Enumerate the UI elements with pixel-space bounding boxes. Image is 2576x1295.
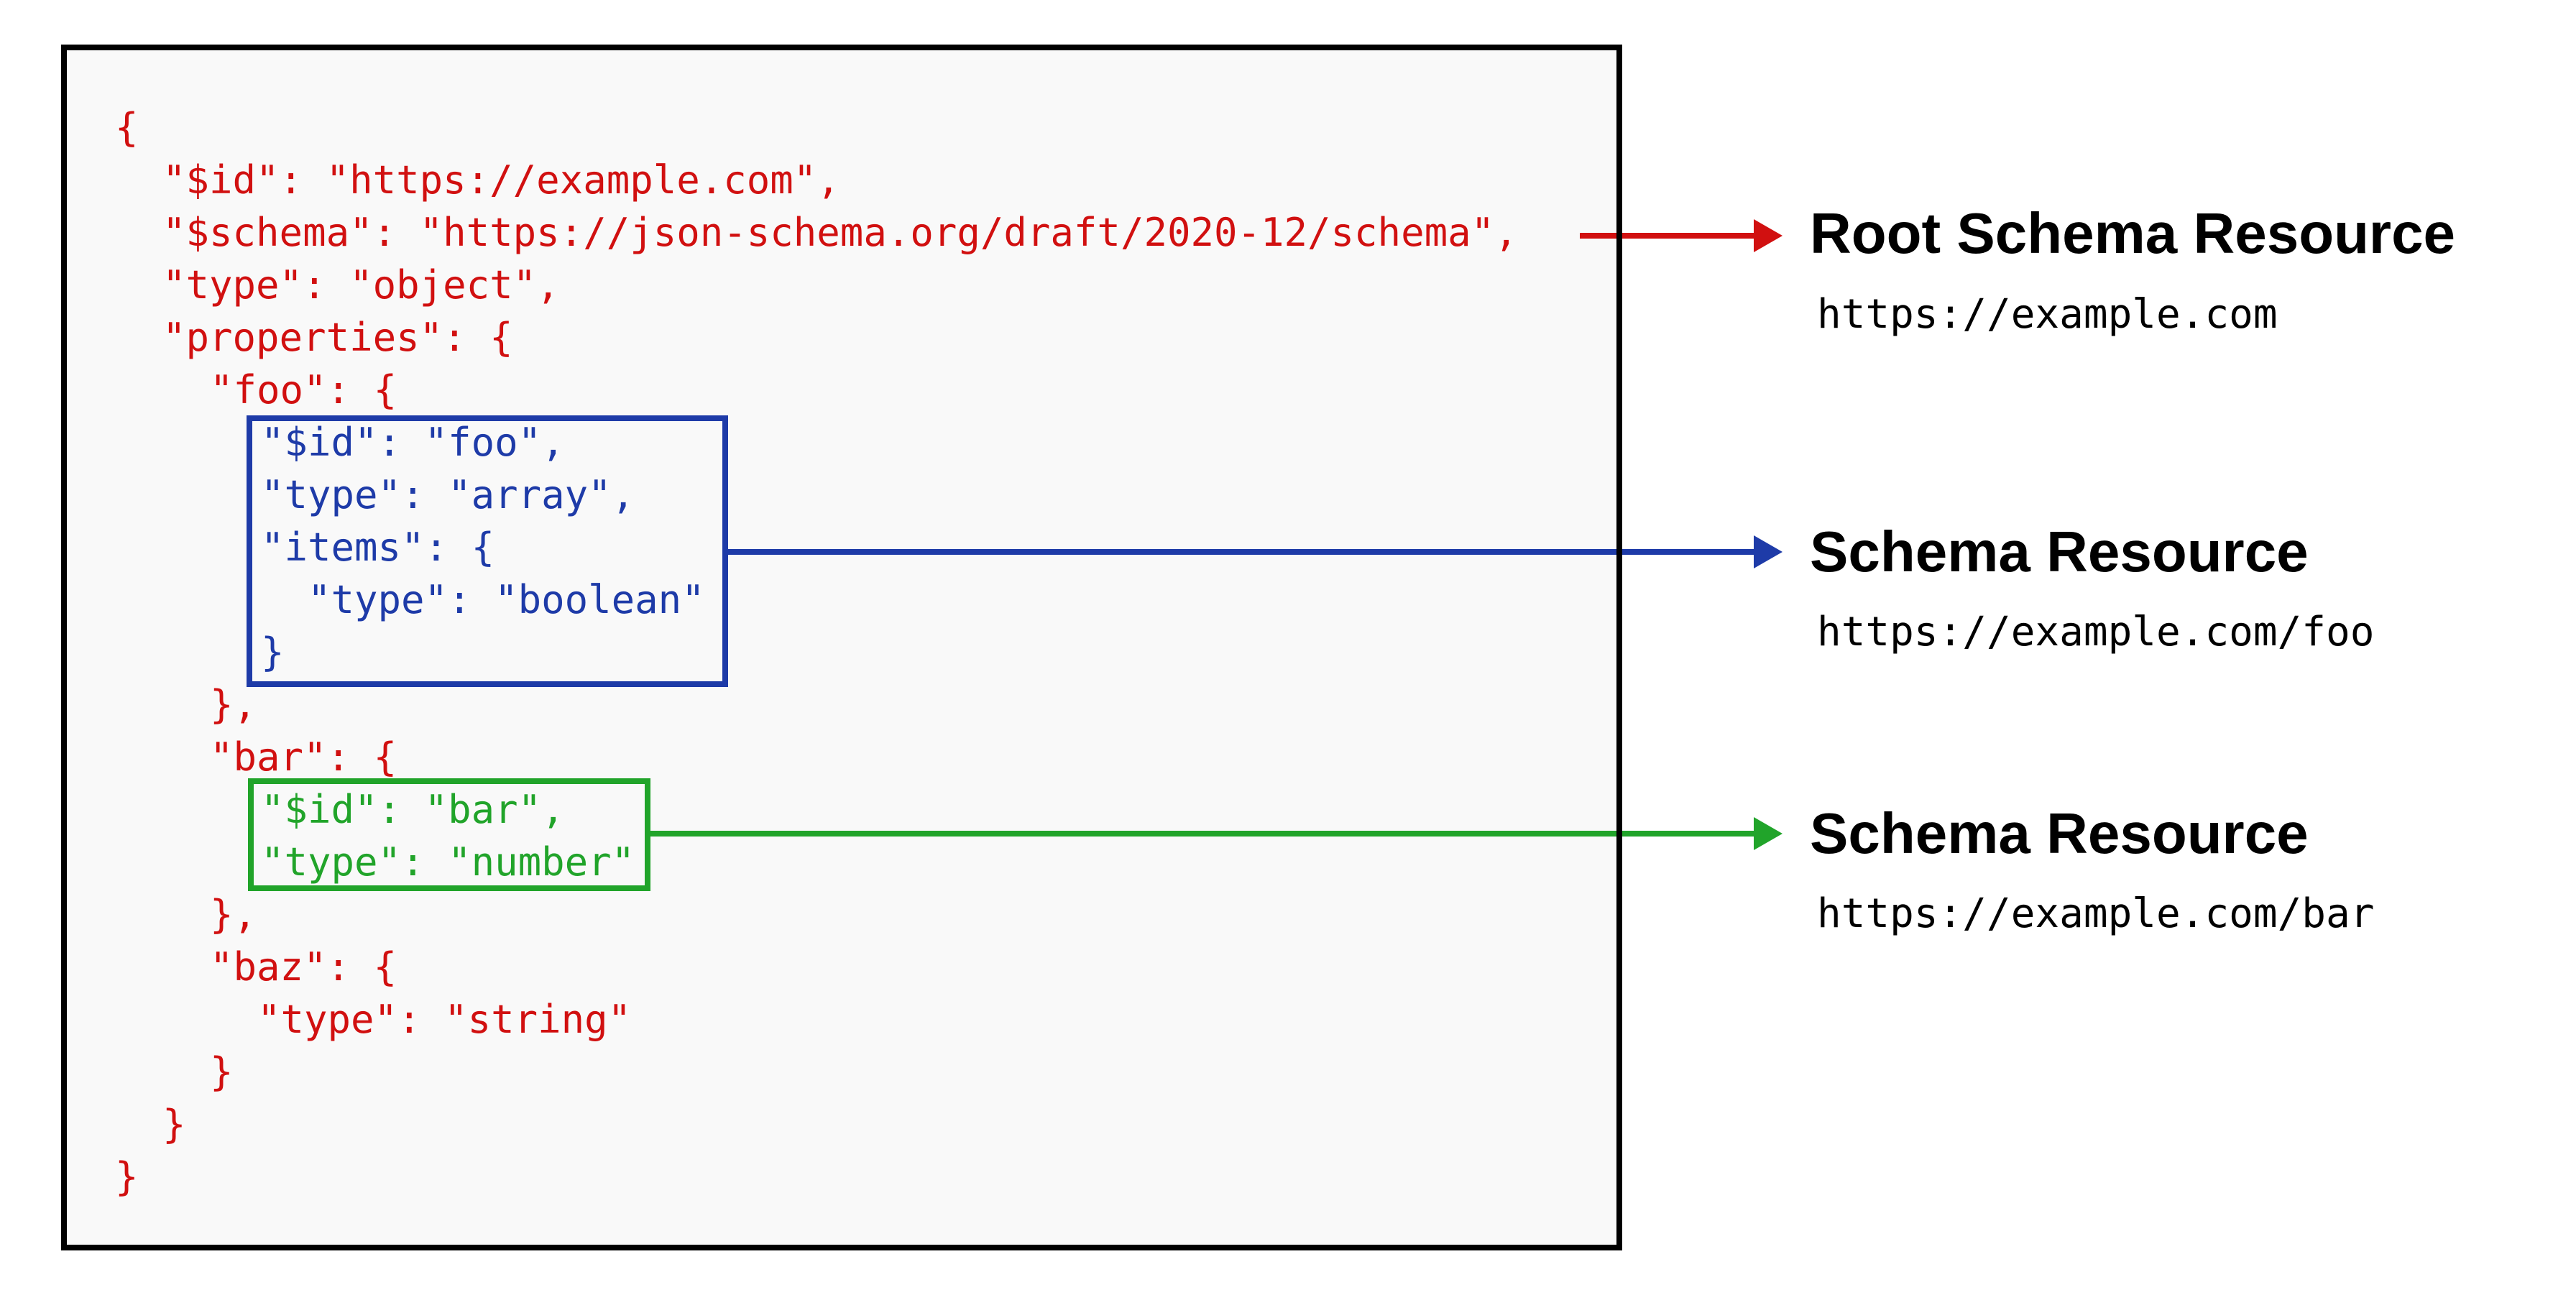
code-line: "items": { xyxy=(261,525,495,570)
root-schema-arrow xyxy=(1580,233,1754,239)
foo-schema-arrow xyxy=(728,549,1754,555)
code-line: }, xyxy=(210,892,257,937)
code-line: "type": "boolean" xyxy=(308,577,705,622)
code-line: "type": "number" xyxy=(261,839,635,885)
code-line: "type": "array", xyxy=(261,472,635,517)
code-panel xyxy=(61,45,1622,1250)
code-line: "$id": "foo", xyxy=(261,420,565,465)
code-line: { xyxy=(115,105,139,150)
code-line: "type": "string" xyxy=(257,997,632,1042)
code-line: "baz": { xyxy=(210,944,397,990)
foo-schema-resource-title: Schema Resource xyxy=(1810,520,2309,584)
code-panel-background xyxy=(61,45,1622,1250)
foo-schema-arrowhead-icon xyxy=(1754,535,1782,568)
foo-schema-resource-box xyxy=(247,415,728,687)
code-line: "$schema": "https://json-schema.org/draf… xyxy=(162,210,1518,255)
code-line: } xyxy=(261,630,285,675)
root-schema-resource-url: https://example.com xyxy=(1817,291,2278,338)
root-schema-resource-title: Root Schema Resource xyxy=(1810,201,2456,265)
bar-schema-resource-title: Schema Resource xyxy=(1810,801,2309,865)
code-line: "$id": "https://example.com", xyxy=(162,157,840,203)
bar-schema-arrowhead-icon xyxy=(1754,817,1782,850)
foo-schema-resource-url: https://example.com/foo xyxy=(1817,609,2375,655)
bar-schema-arrow xyxy=(650,831,1754,837)
code-line: } xyxy=(210,1049,234,1094)
bar-schema-resource-url: https://example.com/bar xyxy=(1817,890,2375,937)
code-line: "bar": { xyxy=(210,734,397,780)
code-line: "type": "object", xyxy=(162,262,560,308)
code-line: }, xyxy=(210,682,257,727)
code-line: "properties": { xyxy=(162,315,513,360)
root-schema-arrowhead-icon xyxy=(1754,219,1782,252)
code-line: "foo": { xyxy=(210,367,397,413)
code-line: } xyxy=(115,1154,139,1199)
code-line: } xyxy=(162,1102,186,1147)
code-line: "$id": "bar", xyxy=(261,787,565,832)
bar-schema-resource-box xyxy=(248,778,650,891)
